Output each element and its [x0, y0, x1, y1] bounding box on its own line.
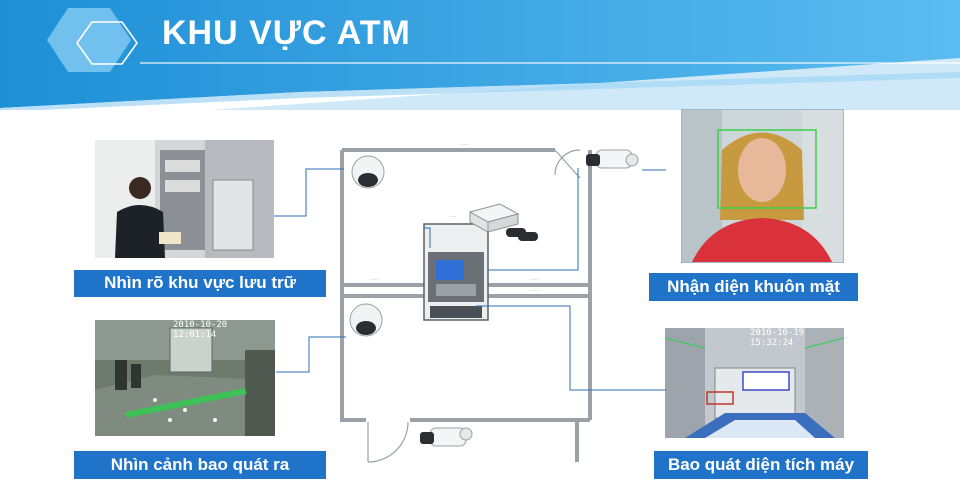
- overview-timestamp: 2010-10-20 12:01:14: [173, 320, 228, 340]
- page-title: KHU VỰC ATM: [162, 14, 411, 52]
- storage-photo: [95, 140, 274, 258]
- atm-machine-icon: [423, 223, 489, 321]
- overview-photo: 2010-10-20 12:01:14: [95, 320, 275, 436]
- dome-camera-icon: [351, 155, 385, 189]
- svg-text:·······: ·······: [370, 277, 379, 282]
- storage-caption: Nhìn rõ khu vực lưu trữ: [74, 270, 326, 297]
- bullet-camera-icon: [586, 149, 639, 169]
- dome-camera-icon: [349, 303, 383, 337]
- svg-text:·······: ·······: [530, 288, 539, 293]
- machine-caption: Bao quát diện tích máy: [654, 451, 868, 479]
- svg-text:·······: ·······: [460, 142, 469, 147]
- face-caption: Nhận diện khuôn mặt: [649, 273, 858, 301]
- machine-timestamp: 2010-10-19 15:32:24: [750, 328, 805, 348]
- header-banner: [0, 0, 960, 110]
- overview-caption: Nhìn cảnh bao quát ra: [74, 451, 326, 479]
- bullet-camera-icon: [420, 427, 473, 447]
- pinhole-camera-icon: [506, 228, 538, 241]
- hexagon-icon: [47, 8, 131, 72]
- svg-text:·······: ·······: [530, 277, 539, 282]
- svg-text:·····: ·····: [450, 214, 456, 219]
- machine-photo: 2010-10-19 15:32:24: [665, 328, 844, 438]
- recorder-icon: [468, 203, 520, 233]
- face-photo: [681, 109, 844, 263]
